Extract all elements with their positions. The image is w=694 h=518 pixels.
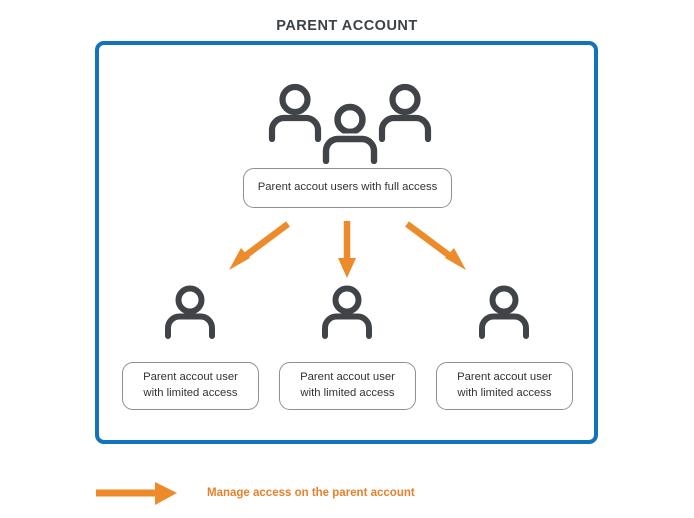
three-users-icon-group	[264, 82, 436, 164]
limited-access-label-box-2: Parent accout user with limited access	[279, 362, 416, 410]
right-arrow-icon	[96, 482, 177, 505]
page-title: PARENT ACCOUNT	[276, 18, 418, 34]
limited-access-label-box-3: Parent accout user with limited access	[436, 362, 573, 410]
full-access-label-box: Parent accout users with full access	[243, 168, 452, 208]
limited-access-label-line1: Parent accout user	[457, 371, 552, 384]
user-icon-top-middle	[320, 102, 380, 164]
limited-access-label-line1: Parent accout user	[143, 371, 238, 384]
user-icon-child-3	[479, 285, 529, 339]
user-icon-child-2	[322, 285, 372, 339]
user-icon-top-left	[268, 83, 322, 142]
limited-access-label-box-1: Parent accout user with limited access	[122, 362, 259, 410]
legend-arrow-wrap	[95, 481, 183, 505]
full-access-label: Parent accout users with full access	[257, 181, 438, 194]
limited-access-label-line2: with limited access	[300, 387, 395, 399]
limited-access-label-line2: with limited access	[143, 387, 238, 399]
legend: Manage access on the parent account	[95, 480, 415, 506]
legend-label: Manage access on the parent account	[207, 487, 415, 499]
user-icon-top-right	[378, 83, 432, 142]
user-icon-child-1	[165, 285, 215, 339]
limited-access-label-line2: with limited access	[457, 387, 552, 399]
limited-access-label-line1: Parent accout user	[300, 371, 395, 384]
